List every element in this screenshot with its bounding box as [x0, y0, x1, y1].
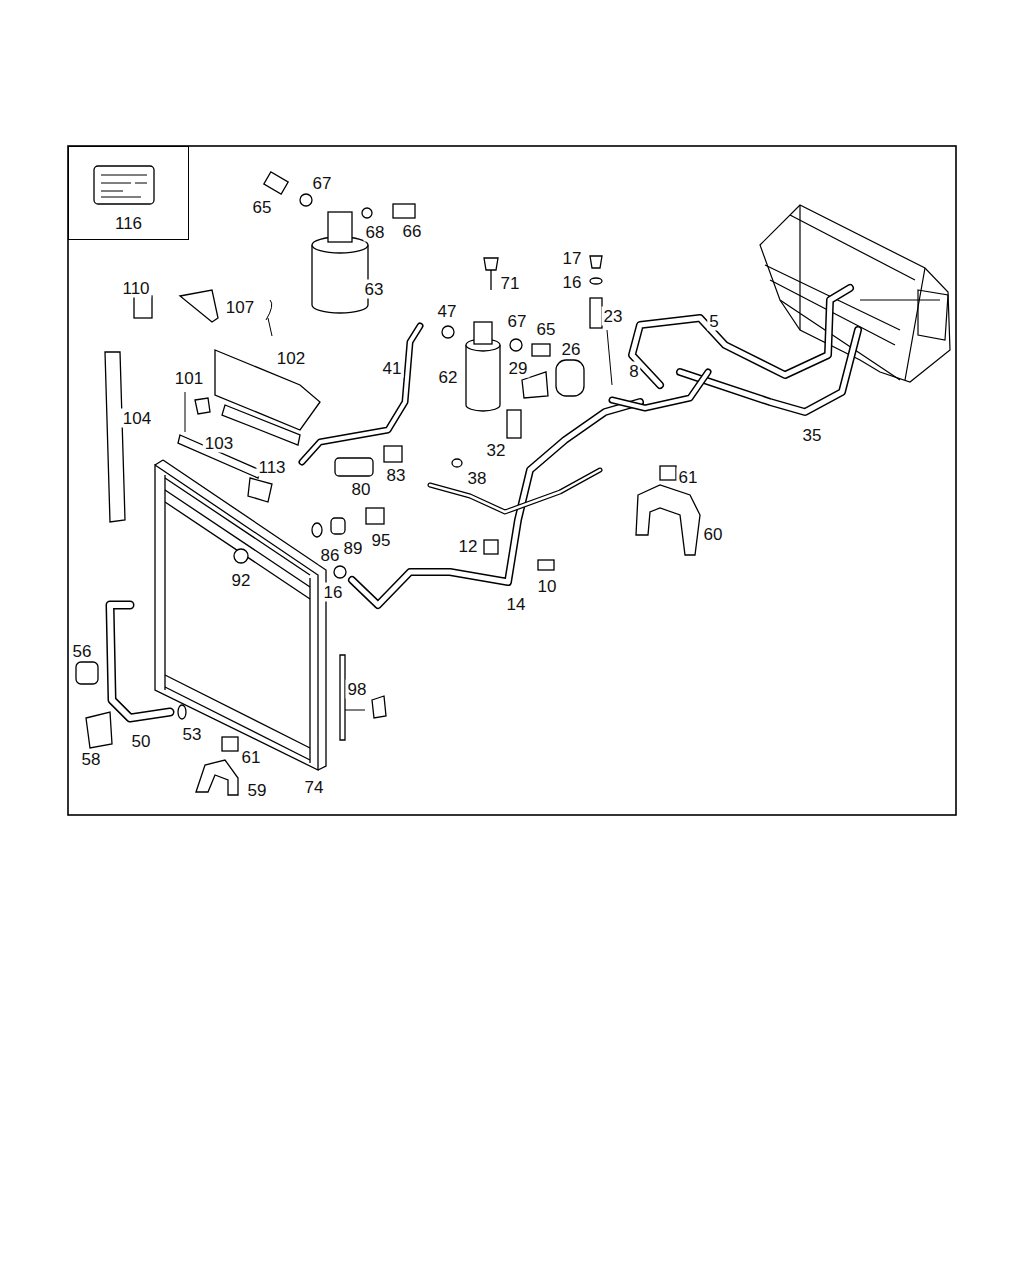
callout-number: 116 [69, 214, 188, 233]
callout-number: 89 [342, 539, 365, 558]
callout-number: 71 [499, 274, 522, 293]
callout-number: 63 [363, 280, 386, 299]
callout-number: 104 [121, 409, 153, 428]
callout-number: 5 [707, 312, 720, 331]
callout-number: 58 [80, 750, 103, 769]
callout-number: 10 [536, 577, 559, 596]
callout-number: 68 [364, 223, 387, 242]
callout-number: 103 [203, 434, 235, 453]
callout-number: 65 [535, 320, 558, 339]
callout-number: 67 [506, 312, 529, 331]
callout-number: 61 [677, 468, 700, 487]
callout-number: 74 [303, 778, 326, 797]
callout-number: 26 [560, 340, 583, 359]
callout-number: 35 [801, 426, 824, 445]
callout-number: 29 [507, 359, 530, 378]
callout-number: 38 [466, 469, 489, 488]
callout-number: 67 [311, 174, 334, 193]
inset-box: 116 [68, 146, 189, 240]
callout-number: 66 [401, 222, 424, 241]
callout-number: 8 [627, 362, 640, 381]
callout-number: 83 [385, 466, 408, 485]
callout-number: 110 [120, 279, 151, 298]
callout-number: 23 [602, 307, 625, 326]
callout-number: 95 [370, 531, 393, 550]
callout-number: 50 [130, 732, 153, 751]
callout-number: 56 [71, 642, 94, 661]
callout-number: 53 [181, 725, 204, 744]
callout-number: 16 [322, 583, 345, 602]
callout-number: 14 [505, 595, 528, 614]
callout-number: 47 [436, 302, 459, 321]
callout-number: 86 [319, 546, 342, 565]
callout-number: 65 [251, 198, 274, 217]
callout-number: 16 [561, 273, 584, 292]
callout-number: 107 [224, 298, 256, 317]
callout-number: 59 [246, 781, 269, 800]
callout-number: 102 [275, 349, 307, 368]
callout-number: 17 [561, 249, 584, 268]
callout-number: 92 [230, 571, 253, 590]
callout-number: 60 [702, 525, 725, 544]
callout-number: 101 [173, 369, 205, 388]
callout-number: 62 [437, 368, 460, 387]
callout-number: 113 [256, 458, 287, 477]
callout-number: 98 [346, 680, 369, 699]
callout-number: 80 [350, 480, 373, 499]
callout-number: 41 [381, 359, 404, 378]
callout-number: 12 [457, 537, 480, 556]
label-icon [91, 163, 157, 209]
callout-number: 32 [485, 441, 508, 460]
callout-number: 61 [240, 748, 263, 767]
